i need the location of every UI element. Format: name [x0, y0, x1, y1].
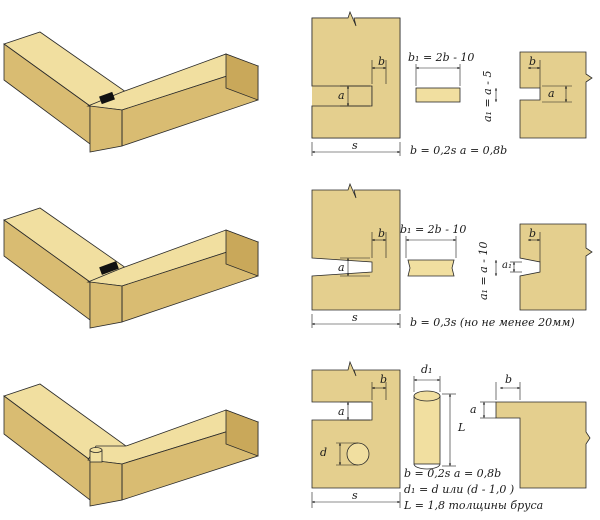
row1-formula-a1: a₁ = a - 5 — [481, 70, 494, 122]
mating-plate-2 — [519, 223, 593, 311]
row1-formula-b1: b₁ = 2b - 10 — [408, 51, 475, 64]
row1-label-s: s — [352, 139, 358, 152]
row2-formula-a1: a₁ = a - 10 — [477, 241, 490, 300]
row3-label-a: a — [338, 405, 345, 418]
row3-label-L: L — [458, 421, 466, 434]
joint-mark-1 — [99, 91, 115, 105]
section-plate-2 — [311, 182, 401, 311]
row3-params-2: d₁ = d или (d - 1,0 ) — [404, 483, 515, 496]
row3-label-s: s — [352, 489, 358, 502]
row2-label-a1-mating: a₁ — [502, 260, 512, 271]
row1-params: b = 0,2s a = 0,8b — [410, 144, 508, 157]
beam-corner-3 — [3, 383, 260, 507]
row2-label-b: b — [378, 227, 386, 240]
row3-params-3: L = 1,8 толщины бруса — [404, 499, 544, 512]
row1-label-a: a — [338, 89, 345, 102]
section-plate-3 — [311, 360, 401, 489]
row1-label-a-mating: a — [548, 87, 555, 100]
row2-label-b-mating: b — [529, 227, 537, 240]
mating-plate-3 — [495, 401, 591, 489]
dowel-pin-3 — [413, 390, 441, 470]
dims-row-3 — [311, 376, 521, 508]
row3-label-a-mating: a — [470, 403, 477, 416]
row3-params-1: b = 0,2s a = 0,8b — [404, 467, 502, 480]
row3-label-b-mating: b — [505, 373, 513, 386]
beam-corner-1 — [3, 31, 260, 153]
row3-label-d1: d₁ — [421, 363, 433, 376]
row1-label-b-mating: b — [529, 55, 537, 68]
mating-plate-1 — [519, 51, 593, 139]
loose-tongue-1 — [415, 87, 461, 103]
row2-label-s: s — [352, 311, 358, 324]
dovetail-key-2 — [407, 259, 455, 277]
row2-label-a: a — [338, 261, 345, 274]
row2-formula-b1: b₁ = 2b - 10 — [400, 223, 467, 236]
dims-row-1 — [311, 60, 572, 156]
row2-params: b = 0,3s (но не менее 20мм) — [410, 316, 575, 329]
plate-outline-1 — [311, 10, 401, 139]
row3-label-d: d — [320, 446, 328, 459]
row3-label-b: b — [380, 373, 388, 386]
dowel-3 — [89, 447, 103, 463]
row1-label-b: b — [378, 55, 386, 68]
beam-corner-2 — [3, 207, 260, 329]
dims-row-2 — [311, 232, 541, 328]
joint-mark-2 — [99, 261, 119, 275]
dowel-hole-3 — [346, 442, 370, 466]
